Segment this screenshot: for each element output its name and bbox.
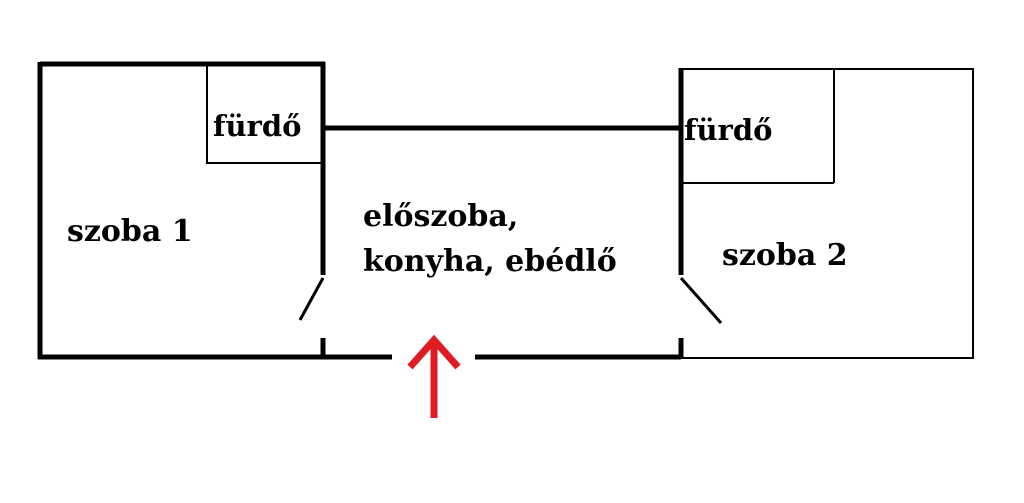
room-1-walls — [37, 61, 326, 360]
room-2-label: szoba 2 — [722, 238, 848, 273]
hall-label-line-2: konyha, ebédlő — [363, 244, 617, 279]
hall-label-line-1: előszoba, — [363, 199, 518, 234]
bathroom-right-walls — [681, 69, 835, 184]
arrow-up-icon — [407, 334, 461, 418]
room-1-label: szoba 1 — [67, 214, 193, 249]
bathroom-left-label: fürdő — [213, 109, 301, 143]
bathroom-left-walls — [206, 63, 324, 164]
room-2-walls — [678, 68, 974, 359]
bathroom-right-label: fürdő — [684, 113, 772, 147]
door-right — [679, 277, 723, 324]
door-left — [298, 277, 325, 321]
